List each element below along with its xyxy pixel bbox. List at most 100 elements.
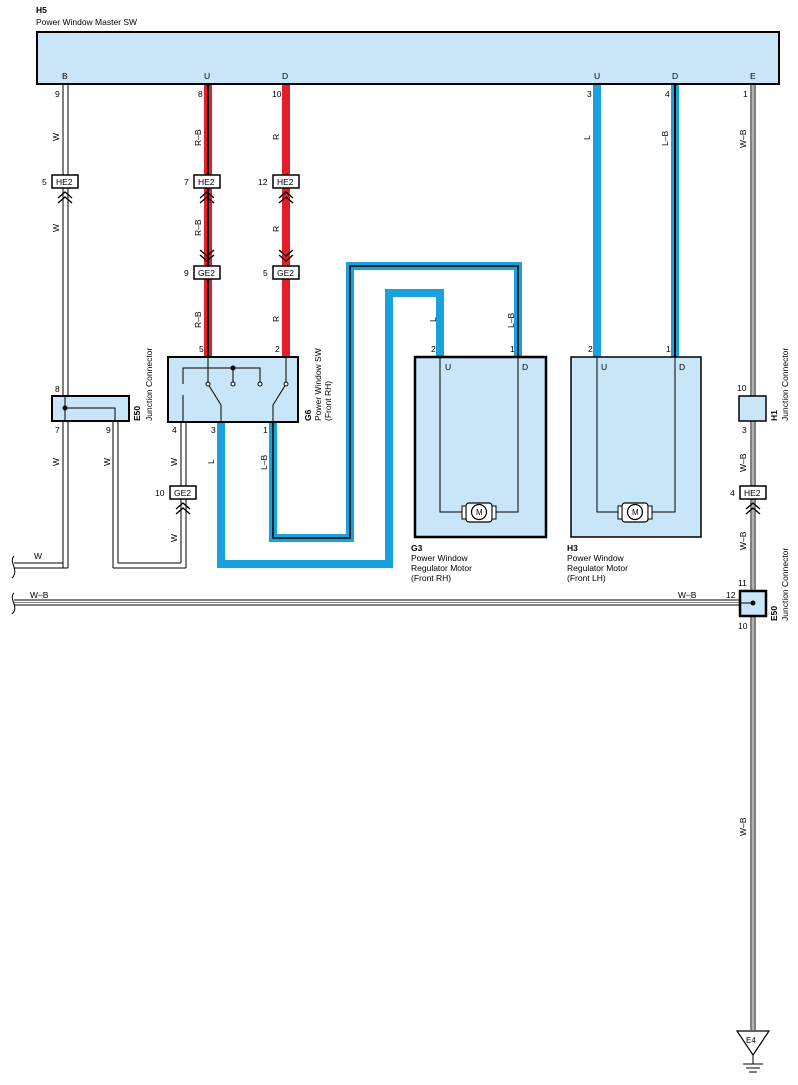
svg-text:L: L xyxy=(206,459,216,464)
svg-text:E50: E50 xyxy=(132,406,142,421)
master-sw-term-d1: D xyxy=(282,71,288,81)
svg-text:5: 5 xyxy=(199,344,204,354)
svg-text:1: 1 xyxy=(510,344,515,354)
master-sw-term-b: B xyxy=(62,71,68,81)
connector-ge2-lower: GE2 10 xyxy=(155,485,197,500)
svg-text:L: L xyxy=(582,135,592,140)
svg-text:W–B: W–B xyxy=(738,129,748,148)
connector-ge2-d: GE2 5 xyxy=(263,265,300,280)
svg-text:GE2: GE2 xyxy=(174,488,191,498)
wire-b xyxy=(14,85,69,569)
svg-text:W: W xyxy=(169,534,179,542)
svg-text:8: 8 xyxy=(55,384,60,394)
svg-text:L–B: L–B xyxy=(506,313,516,328)
svg-text:R: R xyxy=(271,134,281,140)
wire-g6-lb xyxy=(269,262,522,542)
ground-e4: E4 xyxy=(735,1030,771,1073)
svg-text:R: R xyxy=(271,226,281,232)
wire-g6-l xyxy=(217,289,444,568)
svg-text:M: M xyxy=(632,508,639,517)
svg-text:1: 1 xyxy=(666,344,671,354)
svg-text:L–B: L–B xyxy=(660,131,670,146)
svg-text:Junction Connector: Junction Connector xyxy=(144,348,154,421)
master-sw-name: Power Window Master SW xyxy=(36,17,137,27)
svg-text:U: U xyxy=(445,362,451,372)
pin-b: 9 xyxy=(55,89,60,99)
svg-text:7: 7 xyxy=(184,177,189,187)
svg-text:U: U xyxy=(601,362,607,372)
pin-d1: 10 xyxy=(272,89,282,99)
svg-text:D: D xyxy=(522,362,528,372)
svg-text:Power Window: Power Window xyxy=(567,553,625,563)
svg-text:3: 3 xyxy=(211,425,216,435)
svg-text:W–B: W–B xyxy=(738,453,748,472)
svg-text:L–B: L–B xyxy=(259,455,269,470)
connector-ge2-u: GE2 9 xyxy=(184,265,221,280)
svg-text:5: 5 xyxy=(42,177,47,187)
connector-he2-b: HE2 5 xyxy=(42,174,79,189)
svg-text:W–B: W–B xyxy=(678,590,697,600)
master-sw-term-e: E xyxy=(750,71,756,81)
svg-text:9: 9 xyxy=(106,425,111,435)
svg-text:4: 4 xyxy=(730,488,735,498)
svg-text:7: 7 xyxy=(55,425,60,435)
svg-text:HE2: HE2 xyxy=(744,488,761,498)
svg-text:1: 1 xyxy=(263,425,268,435)
svg-text:W: W xyxy=(169,458,179,466)
svg-text:R–B: R–B xyxy=(193,311,203,328)
svg-text:W: W xyxy=(51,224,61,232)
master-sw-term-d2: D xyxy=(672,71,678,81)
svg-text:W: W xyxy=(102,458,112,466)
wire-labels: W W W W W W W R–B R–B R–B R R R L L L L–… xyxy=(30,129,748,836)
svg-text:W–B: W–B xyxy=(738,817,748,836)
svg-text:Regulator Motor: Regulator Motor xyxy=(411,563,472,573)
svg-text:D: D xyxy=(679,362,685,372)
svg-text:2: 2 xyxy=(275,344,280,354)
jc-e50-right: 11 12 10 E50 Junction Connector xyxy=(726,548,790,631)
svg-text:W–B: W–B xyxy=(30,590,49,600)
connector-he2-right: HE2 4 xyxy=(730,485,767,500)
svg-text:H1: H1 xyxy=(769,410,779,421)
svg-text:HE2: HE2 xyxy=(198,177,215,187)
motor-rh: M U D 2 1 G3 Power Window Regulator Moto… xyxy=(411,344,548,583)
svg-text:W: W xyxy=(51,458,61,466)
svg-text:10: 10 xyxy=(738,621,748,631)
svg-text:12: 12 xyxy=(726,590,736,600)
pin-e: 1 xyxy=(743,89,748,99)
svg-text:H3: H3 xyxy=(567,543,578,553)
svg-text:W: W xyxy=(34,551,42,561)
svg-text:(Front LH): (Front LH) xyxy=(567,573,606,583)
svg-text:Junction Connector: Junction Connector xyxy=(780,548,790,621)
svg-text:2: 2 xyxy=(431,344,436,354)
svg-text:HE2: HE2 xyxy=(277,177,294,187)
svg-text:11: 11 xyxy=(738,578,747,588)
svg-text:W: W xyxy=(51,133,61,141)
wire-wb-horizontal xyxy=(14,599,740,606)
master-sw-box xyxy=(36,31,780,85)
pin-u2: 3 xyxy=(587,89,592,99)
jc-h1: 10 3 H1 Junction Connector xyxy=(737,348,790,435)
master-sw-term-u1: U xyxy=(204,71,210,81)
master-sw-code: H5 xyxy=(36,5,47,15)
svg-text:(Front RH): (Front RH) xyxy=(323,381,333,421)
svg-text:R–B: R–B xyxy=(193,219,203,236)
svg-text:R–B: R–B xyxy=(193,129,203,146)
motor-lh: M U D 2 1 H3 Power Window Regulator Moto… xyxy=(567,344,702,583)
svg-text:Power Window: Power Window xyxy=(411,553,469,563)
master-sw-term-u2: U xyxy=(594,71,600,81)
svg-text:W–B: W–B xyxy=(738,531,748,550)
connector-he2-d: HE2 12 xyxy=(258,174,300,189)
wire-d2 xyxy=(671,85,679,357)
pin-d2: 4 xyxy=(665,89,670,99)
wire-u2 xyxy=(593,85,601,357)
svg-text:4: 4 xyxy=(172,425,177,435)
svg-text:9: 9 xyxy=(184,268,189,278)
connector-he2-u: HE2 7 xyxy=(184,174,221,189)
svg-text:12: 12 xyxy=(258,177,268,187)
svg-text:G6: G6 xyxy=(303,409,313,421)
svg-text:Junction Connector: Junction Connector xyxy=(780,348,790,421)
svg-text:GE2: GE2 xyxy=(277,268,294,278)
svg-text:E4: E4 xyxy=(746,1036,756,1045)
svg-text:3: 3 xyxy=(742,425,747,435)
